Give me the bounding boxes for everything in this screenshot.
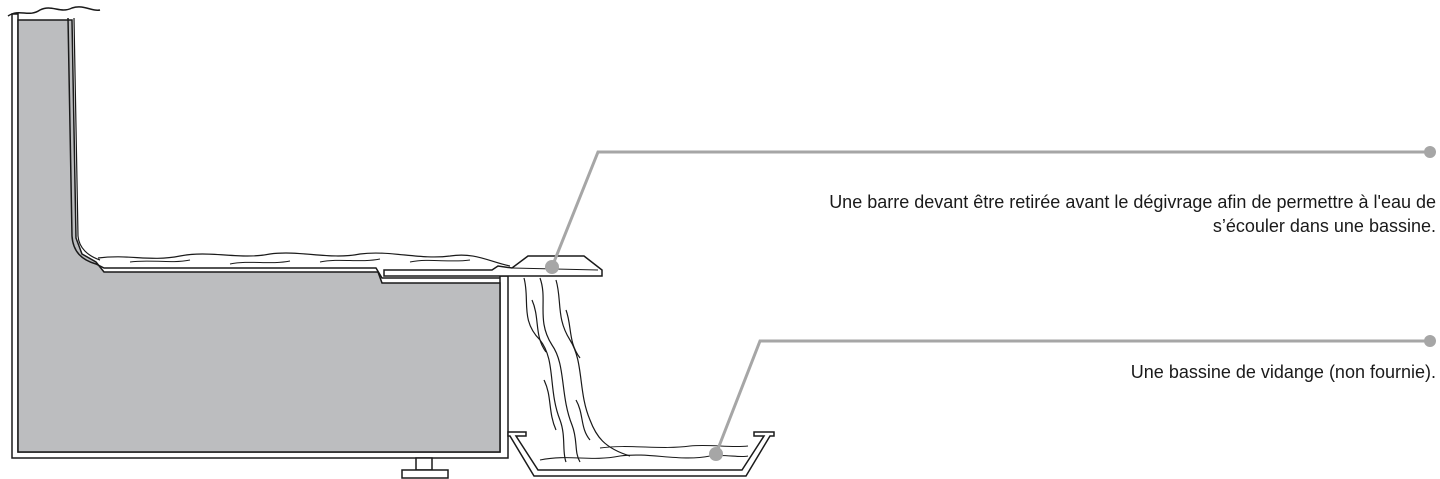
leveling-foot-post [415,457,433,471]
water-surface [97,252,511,267]
inner-liner [67,17,500,279]
leader-bar [545,146,1436,274]
leveling-foot-base [401,469,449,479]
callout-basin-line1: Une bassine de vidange (non fournie). [1130,362,1436,382]
drain-basin [507,431,775,477]
leader-basin [709,335,1436,461]
water-stream [523,277,631,463]
callout-bar-text: Une barre devant être retirée avant le d… [829,190,1436,238]
callout-bar-line1: Une barre devant être retirée avant le d… [829,192,1436,212]
torn-edge [7,6,101,17]
callout-basin-text: Une bassine de vidange (non fournie). [1131,360,1436,384]
cabinet-insulation [17,19,501,453]
inner-liner-2 [73,17,101,261]
removable-bar [383,255,603,277]
basin-water [539,454,749,461]
callout-bar-line2: s’écouler dans une bassine. [1212,216,1436,236]
